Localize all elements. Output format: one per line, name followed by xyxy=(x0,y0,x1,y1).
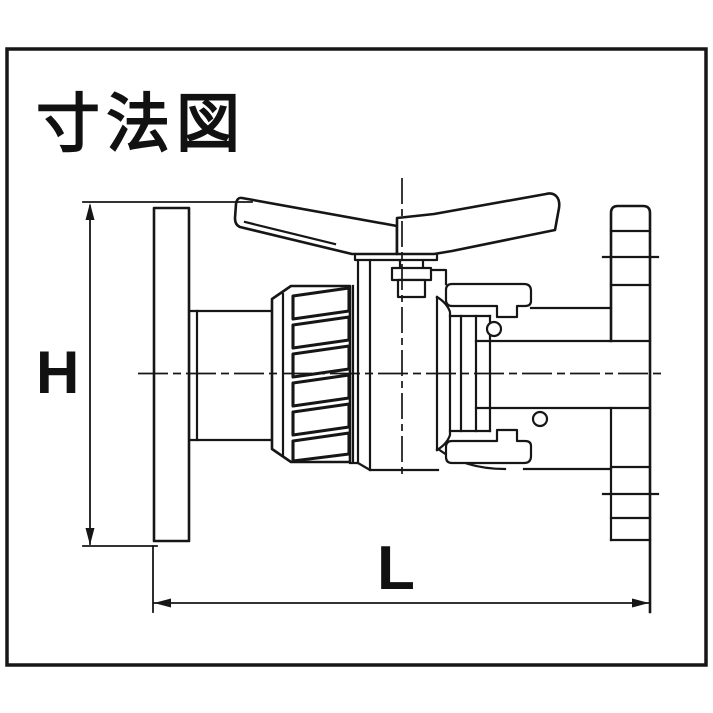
valve-drawing xyxy=(138,178,664,614)
l-dimension: L xyxy=(152,534,650,613)
centerlines xyxy=(138,178,664,477)
union-nut xyxy=(270,284,355,464)
page-title: 寸法図 xyxy=(36,88,246,160)
left-pipe-stub xyxy=(187,309,275,442)
h-label: H xyxy=(36,339,79,406)
valve-handle xyxy=(233,192,561,256)
clamp-lug-top xyxy=(444,282,533,338)
arrow-left-icon xyxy=(154,598,171,608)
border-frame xyxy=(5,47,708,667)
valve-body xyxy=(348,220,652,472)
right-pipe xyxy=(474,306,652,471)
arrow-right-icon xyxy=(632,598,649,608)
knurl-ribs xyxy=(291,286,351,463)
left-flange xyxy=(152,206,191,543)
arrow-up-icon xyxy=(85,203,95,220)
right-flange xyxy=(601,204,660,614)
arrow-down-icon xyxy=(85,528,95,545)
l-label: L xyxy=(377,534,415,603)
clamp-lug-bottom xyxy=(444,410,549,465)
h-dimension: H xyxy=(36,201,253,547)
